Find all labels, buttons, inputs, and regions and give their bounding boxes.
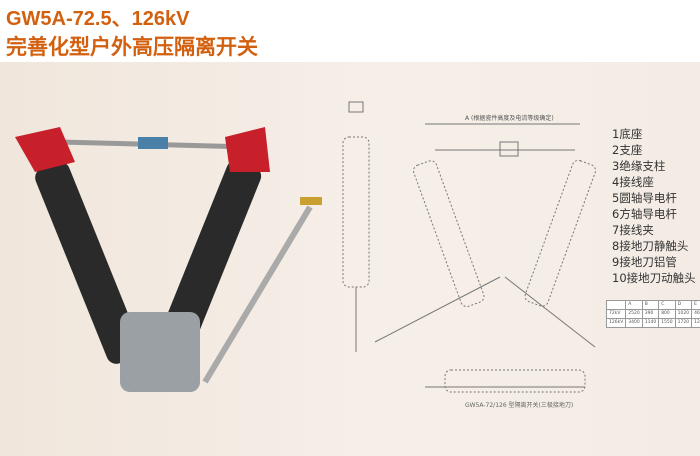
table-cell: 1720 bbox=[674, 318, 693, 328]
parts-legend: 1底座 2支座 3绝缘支柱 4接线座 5圆轴导电杆 6方轴导电杆 7接线夹 8接… bbox=[612, 126, 696, 286]
table-cell: 72kV bbox=[605, 309, 627, 319]
legend-item: 10接地刀动触头 bbox=[612, 271, 696, 285]
table-cell: E bbox=[691, 300, 700, 310]
content-panel bbox=[0, 62, 700, 456]
technical-drawing bbox=[342, 101, 597, 393]
table-row: 72kV25203908001020460 bbox=[605, 309, 700, 319]
legend-item: 4接线座 bbox=[612, 175, 654, 189]
table-cell: 1200 bbox=[691, 318, 700, 328]
subtitle: 完善化型户外高压隔离开关 bbox=[6, 35, 258, 59]
table-cell: 3400 bbox=[625, 318, 643, 328]
legend-item: 9接地刀铝管 bbox=[612, 255, 677, 269]
table-cell: 2520 bbox=[625, 309, 643, 319]
table-cell: C bbox=[658, 300, 676, 310]
table-cell: B bbox=[641, 300, 660, 310]
table-cell: 1550 bbox=[658, 318, 676, 328]
table-cell: 460 bbox=[691, 309, 700, 319]
drawing-caption: GW5A-72/126 型隔离开关(三极接地刀) bbox=[465, 402, 574, 409]
switch-photo bbox=[15, 127, 322, 392]
table-cell bbox=[605, 300, 627, 310]
table-cell: 800 bbox=[658, 309, 676, 319]
legend-item: 5圆轴导电杆 bbox=[612, 191, 677, 205]
table-cell: 1020 bbox=[674, 309, 693, 319]
table-cell: D bbox=[674, 300, 693, 310]
table-cell: 126kV bbox=[605, 318, 627, 328]
legend-item: 2支座 bbox=[612, 143, 643, 157]
dimension-label: A (根据瓷件高度及电流等级确定) bbox=[465, 115, 554, 122]
table-cell: 1140 bbox=[641, 318, 660, 328]
table-cell: 390 bbox=[641, 309, 660, 319]
legend-item: 7接线夹 bbox=[612, 223, 654, 237]
title: GW5A-72.5、126kV bbox=[6, 8, 190, 30]
table-row: 126kV34001140155017201200 bbox=[605, 318, 700, 328]
legend-item: 6方轴导电杆 bbox=[612, 207, 677, 221]
legend-item: 3绝缘支柱 bbox=[612, 159, 666, 173]
legend-item: 8接地刀静触头 bbox=[612, 239, 689, 253]
legend-item: 1底座 bbox=[612, 127, 643, 141]
table-cell: A bbox=[625, 300, 643, 310]
